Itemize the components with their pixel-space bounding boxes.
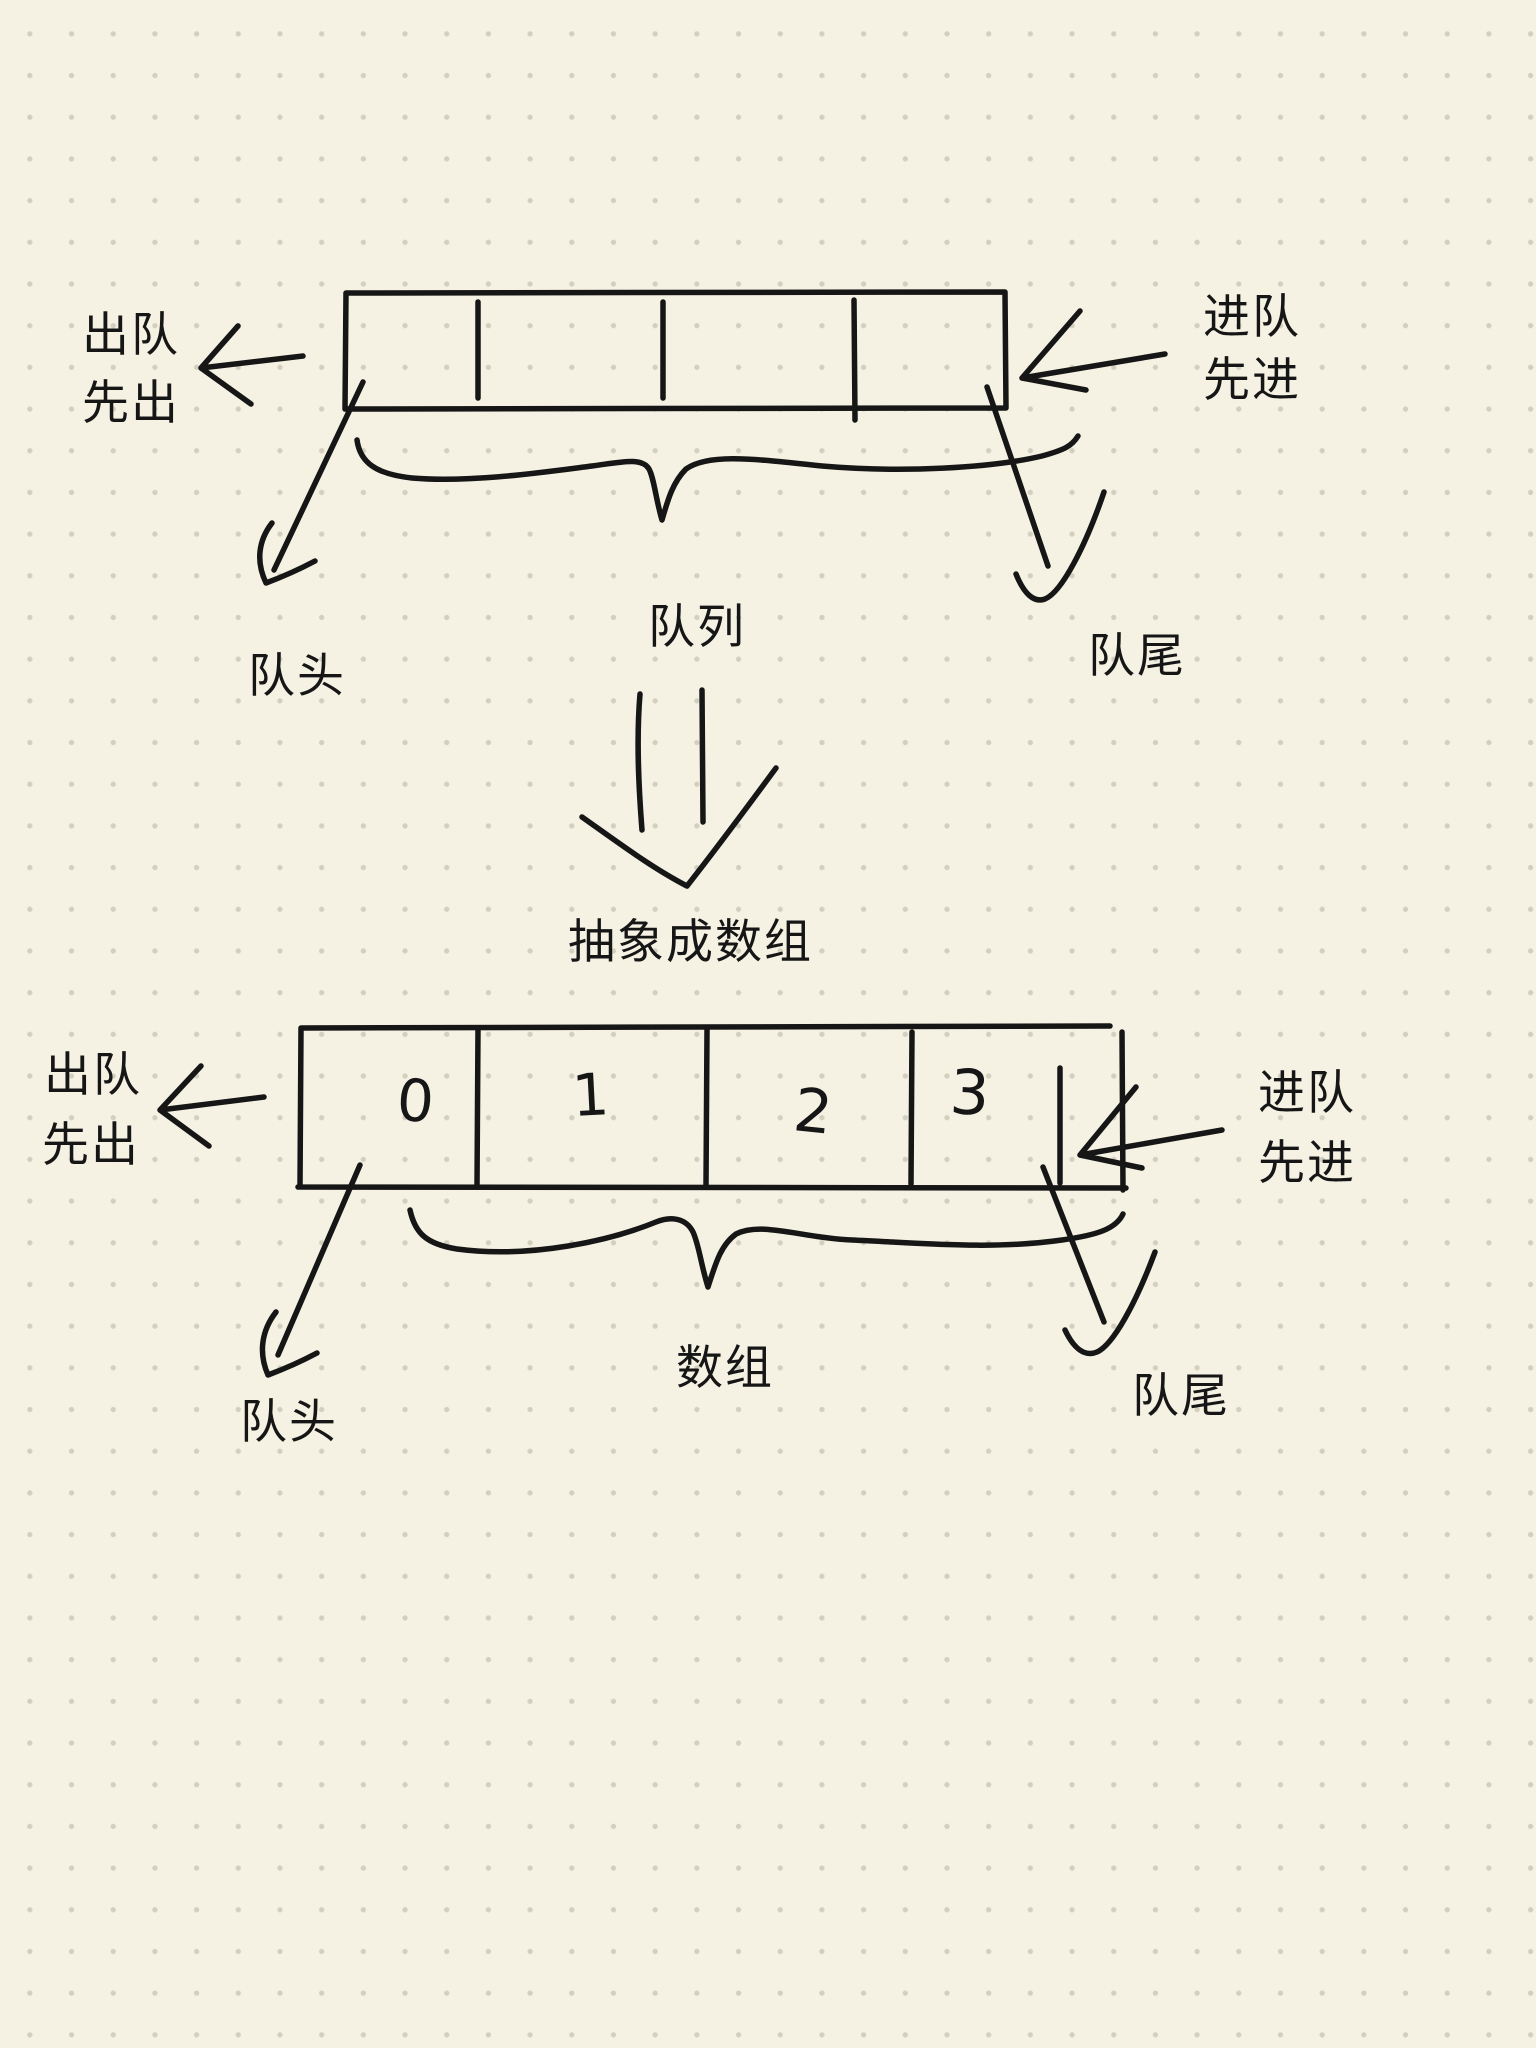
bottom-brace (407, 1207, 1126, 1290)
transform-label: 抽象成数组 (568, 915, 813, 968)
array-box-divider-1 (474, 1026, 481, 1189)
array-cell-value-2: 2 (790, 1075, 836, 1149)
top-dequeue-label-line1: 出队 (82, 308, 180, 361)
bottom-enqueue-label-line2: 先进 (1258, 1136, 1356, 1189)
bottom-dequeue-label-line1: 出队 (44, 1048, 142, 1101)
bottom-enqueue-arrow (1077, 1084, 1225, 1171)
array-cell-value-1: 1 (570, 1060, 611, 1130)
bottom-tail-label: 队尾 (1132, 1369, 1230, 1422)
bottom-dequeue-label-line2: 先出 (42, 1118, 140, 1171)
top-queue-label: 队列 (648, 600, 746, 653)
top-dequeue-arrow (198, 323, 306, 407)
queue-box-divider-3 (851, 297, 858, 423)
array-cell-value-0: 0 (394, 1065, 437, 1137)
bottom-array-label: 数组 (676, 1341, 774, 1394)
top-tail-label: 队尾 (1088, 629, 1186, 682)
top-enqueue-label-line1: 进队 (1203, 290, 1301, 343)
top-enqueue-label-line2: 先进 (1203, 353, 1301, 406)
top-head-label: 队头 (248, 649, 346, 702)
transform-arrow (579, 687, 779, 889)
array-box-outline (295, 1023, 1129, 1193)
top-enqueue-arrow (1019, 308, 1168, 393)
top-tail-arrow (984, 384, 1107, 603)
bottom-dequeue-arrow (157, 1063, 267, 1149)
queue-box-outline (342, 289, 1009, 412)
bottom-head-arrow (259, 1162, 363, 1378)
bottom-enqueue-label-line1: 进队 (1258, 1066, 1356, 1119)
array-box-divider-2 (703, 1027, 710, 1189)
array-cell-value-3: 3 (948, 1055, 992, 1130)
top-dequeue-label-line2: 先出 (82, 376, 180, 429)
top-head-arrow (257, 379, 366, 586)
bottom-tail-arrow (1040, 1164, 1158, 1357)
array-box-divider-3 (908, 1029, 915, 1187)
bottom-head-label: 队头 (240, 1395, 338, 1448)
top-brace (354, 433, 1081, 523)
